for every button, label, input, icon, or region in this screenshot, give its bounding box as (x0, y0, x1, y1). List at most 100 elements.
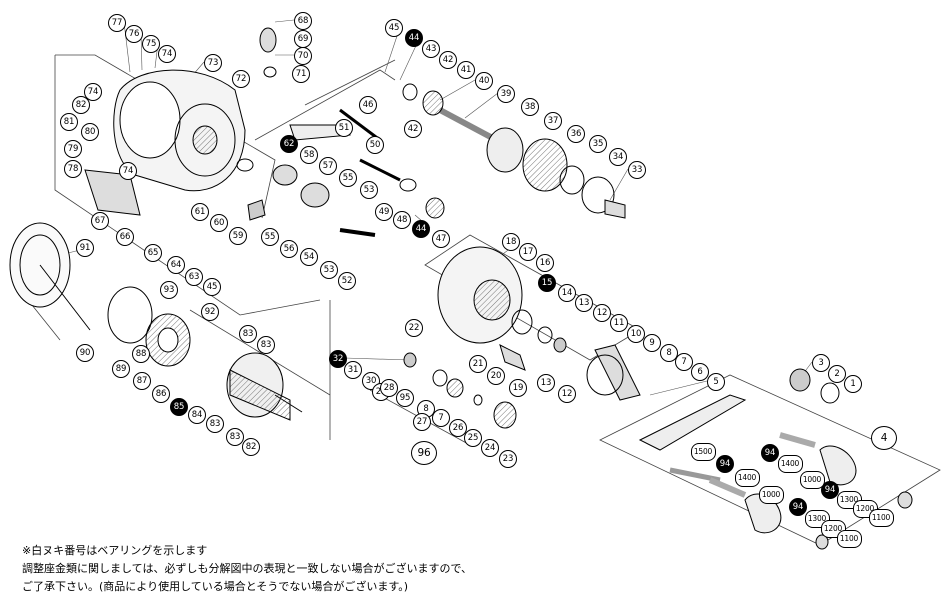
part-callout-1400: 1400 (734, 469, 760, 487)
part-callout-15: 15 (538, 274, 556, 292)
part-callout-23: 23 (499, 450, 517, 468)
part-callout-39: 39 (497, 85, 515, 103)
part-callout-8: 8 (660, 344, 678, 362)
level-wind (236, 108, 445, 237)
notes: ※白ヌキ番号はベアリングを示します 調整座金類に関しましては、必ずしも分解図中の… (22, 542, 582, 596)
part-callout-84: 84 (188, 406, 206, 424)
part-callout-72: 72 (232, 70, 250, 88)
drag-stack (259, 27, 526, 429)
right-plate (437, 246, 641, 401)
part-callout-94: 94 (716, 455, 734, 473)
part-callout-1400: 1400 (777, 455, 803, 473)
part-callout-1100: 1100 (868, 509, 894, 527)
part-callout-56: 56 (280, 240, 298, 258)
part-callout-41: 41 (457, 61, 475, 79)
part-callout-83: 83 (257, 336, 275, 354)
part-callout-32: 32 (329, 350, 347, 368)
part-callout-53: 53 (320, 261, 338, 279)
part-callout-83: 83 (239, 325, 257, 343)
part-callout-42: 42 (404, 120, 422, 138)
part-callout-81: 81 (60, 113, 78, 131)
note-washers: 調整座金類に関しましては、必ずしも分解図中の表現と一致しない場合がございますので… (22, 562, 473, 575)
part-callout-50: 50 (366, 136, 384, 154)
part-callout-82: 82 (72, 96, 90, 114)
part-callout-34: 34 (609, 148, 627, 166)
part-callout-75: 75 (142, 35, 160, 53)
side-plate (84, 69, 246, 216)
part-callout-57: 57 (319, 157, 337, 175)
part-callout-95: 95 (396, 389, 414, 407)
part-callout-27: 27 (413, 413, 431, 431)
assembly-callout-96: 96 (411, 441, 437, 465)
part-callout-94: 94 (789, 498, 807, 516)
part-callout-61: 61 (191, 203, 209, 221)
part-callout-78: 78 (64, 160, 82, 178)
part-callout-71: 71 (292, 65, 310, 83)
part-callout-35: 35 (589, 135, 607, 153)
part-callout-13: 13 (537, 374, 555, 392)
part-callout-5: 5 (707, 373, 725, 391)
part-callout-38: 38 (521, 98, 539, 116)
part-callout-70: 70 (294, 47, 312, 65)
part-callout-74: 74 (84, 83, 102, 101)
part-callout-47: 47 (432, 230, 450, 248)
part-callout-93: 93 (160, 281, 178, 299)
part-callout-66: 66 (116, 228, 134, 246)
part-callout-31: 31 (344, 361, 362, 379)
part-callout-88: 88 (132, 345, 150, 363)
part-callout-76: 76 (125, 25, 143, 43)
part-callout-69: 69 (294, 30, 312, 48)
part-callout-6: 6 (691, 363, 709, 381)
part-callout-49: 49 (375, 203, 393, 221)
part-callout-87: 87 (133, 372, 151, 390)
part-callout-45: 45 (385, 19, 403, 37)
part-callout-80: 80 (81, 123, 99, 141)
part-callout-59: 59 (229, 227, 247, 245)
part-callout-40: 40 (475, 72, 493, 90)
spool (226, 352, 303, 421)
part-callout-67: 67 (91, 212, 109, 230)
part-callout-74: 74 (158, 45, 176, 63)
part-callout-7: 7 (675, 353, 693, 371)
part-callout-79: 79 (64, 140, 82, 158)
part-callout-68: 68 (294, 12, 312, 30)
part-callout-53: 53 (360, 181, 378, 199)
part-callout-33: 33 (628, 161, 646, 179)
part-callout-54: 54 (300, 248, 318, 266)
part-callout-45: 45 (203, 278, 221, 296)
part-callout-2: 2 (828, 365, 846, 383)
part-callout-65: 65 (144, 244, 162, 262)
part-callout-86: 86 (152, 385, 170, 403)
part-callout-11: 11 (610, 314, 628, 332)
part-callout-28: 28 (380, 379, 398, 397)
part-callout-55: 55 (261, 228, 279, 246)
part-callout-52: 52 (338, 272, 356, 290)
drive-gear-train (402, 83, 626, 219)
part-callout-89: 89 (112, 360, 130, 378)
part-callout-12: 12 (558, 385, 576, 403)
part-callout-20: 20 (487, 367, 505, 385)
part-callout-1000: 1000 (758, 486, 784, 504)
part-callout-17: 17 (519, 243, 537, 261)
part-callout-25: 25 (464, 429, 482, 447)
part-callout-1: 1 (844, 375, 862, 393)
part-callout-46: 46 (359, 96, 377, 114)
part-callout-58: 58 (300, 146, 318, 164)
assembly-callout-4: 4 (871, 426, 897, 450)
part-callout-94: 94 (821, 481, 839, 499)
part-callout-42: 42 (439, 51, 457, 69)
part-callout-51: 51 (335, 119, 353, 137)
part-callout-12: 12 (593, 304, 611, 322)
part-callout-44: 44 (405, 29, 423, 47)
part-callout-13: 13 (575, 294, 593, 312)
part-callout-18: 18 (502, 233, 520, 251)
part-callout-24: 24 (481, 439, 499, 457)
part-callout-77: 77 (108, 14, 126, 32)
part-callout-91: 91 (76, 239, 94, 257)
part-callout-94: 94 (761, 444, 779, 462)
part-callout-26: 26 (449, 419, 467, 437)
part-callout-82: 82 (242, 438, 260, 456)
part-callout-22: 22 (405, 319, 423, 337)
part-callout-1100: 1100 (836, 530, 862, 548)
